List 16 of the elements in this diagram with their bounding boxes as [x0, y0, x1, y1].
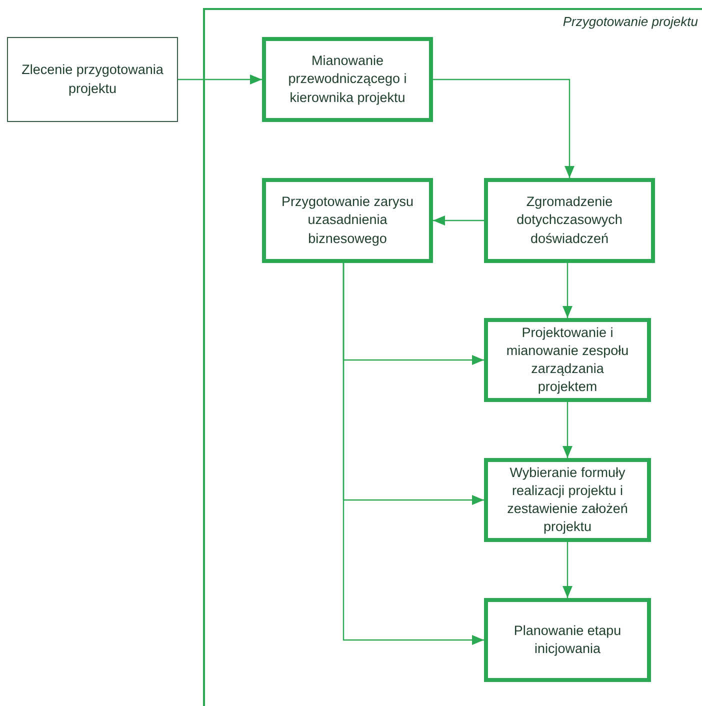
group-frame	[203, 8, 702, 706]
process-box: Wybieranie formuły realizacji projektu i zestawienie założeń projektu	[484, 458, 651, 542]
arrow	[178, 74, 262, 84]
process-box: Przygotowanie zarysu uzasadnienia biznesowego	[262, 178, 433, 263]
arrow	[562, 402, 572, 458]
arrow	[562, 542, 572, 598]
arrow	[562, 263, 572, 318]
group-title: Przygotowanie projektu	[562, 14, 698, 29]
process-box: Zgromadzenie dotychczasowych doświadczeń	[484, 178, 655, 263]
process-box: Mianowanie przewodniczącego i kierownika projektu	[262, 37, 433, 122]
process-box: Zlecenie przygotowania projektu	[7, 37, 178, 122]
arrow	[433, 78, 574, 178]
process-box: Planowanie etapu inicjowania	[484, 598, 651, 682]
arrow	[342, 263, 484, 645]
process-box: Projektowanie i mianowanie zespołu zarządzania projektem	[484, 318, 651, 402]
arrow	[433, 216, 484, 226]
